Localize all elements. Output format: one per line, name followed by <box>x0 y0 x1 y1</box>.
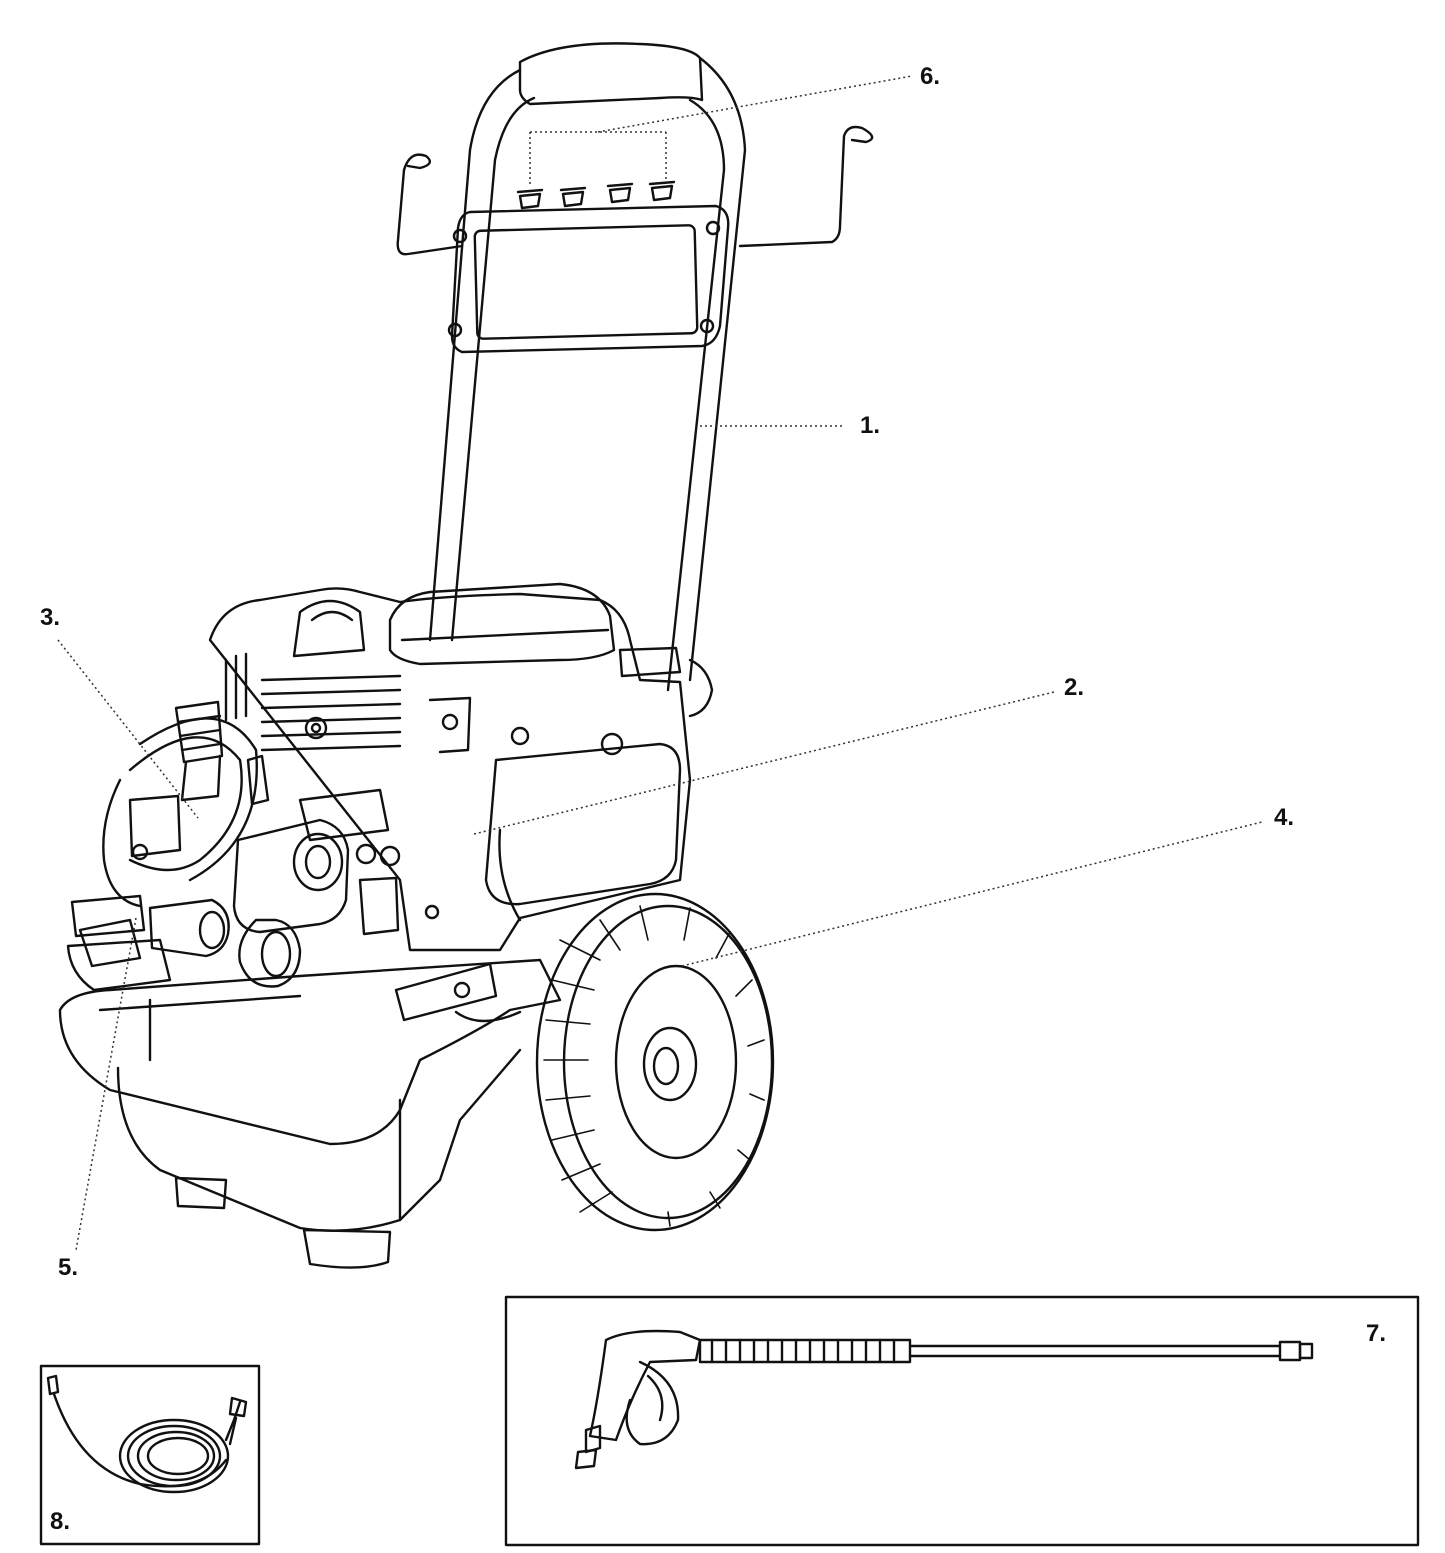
handle-frame <box>396 42 874 692</box>
hose <box>46 1374 248 1494</box>
leader-lines <box>57 75 1263 1251</box>
callout-label-3: 3. <box>40 604 61 631</box>
callout-label-2: 2. <box>1064 674 1085 701</box>
callout-label-5: 5. <box>58 1254 79 1281</box>
spray-gun <box>574 1329 1314 1470</box>
engine <box>208 582 714 952</box>
nozzle-set <box>516 180 676 210</box>
callout-label-7: 7. <box>1366 1320 1387 1347</box>
wheel <box>535 892 775 1232</box>
callout-label-4: 4. <box>1274 804 1295 831</box>
spray-gun-box <box>504 1295 1420 1547</box>
callout-label-8: 8. <box>50 1508 71 1535</box>
hose-box <box>39 1364 261 1546</box>
pump-unloader <box>102 700 350 988</box>
callout-label-1: 1. <box>860 412 881 439</box>
callout-label-6: 6. <box>920 63 941 90</box>
base-frame <box>58 894 562 1269</box>
